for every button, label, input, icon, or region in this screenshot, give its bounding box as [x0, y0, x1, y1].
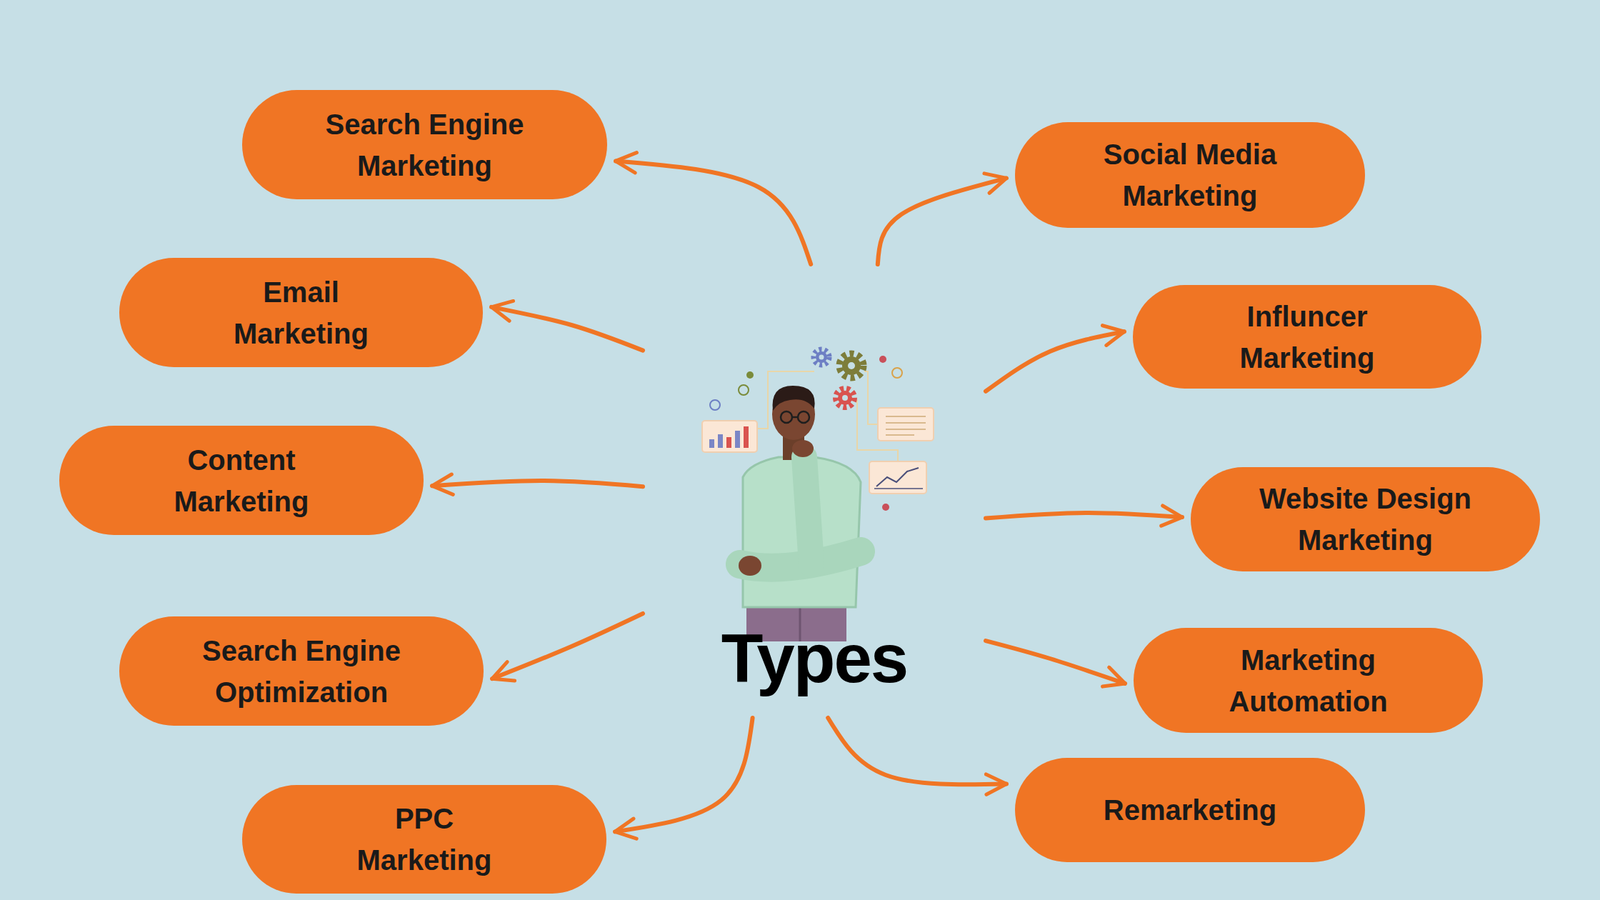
node-text: Social Media Marketing — [1082, 133, 1298, 217]
bar-chart-card — [702, 420, 758, 453]
wire — [864, 371, 878, 425]
node-text: Content Marketing — [141, 439, 342, 523]
node-text: PPC Marketing — [338, 797, 510, 881]
connector-arrow — [985, 512, 1183, 519]
node-text: Search Engine Optimization — [180, 630, 423, 713]
person — [738, 385, 861, 642]
line-chart-card — [869, 461, 927, 494]
gears — [813, 349, 864, 408]
connector-arrow — [615, 160, 811, 265]
hub-title: Types — [650, 620, 979, 697]
type-pill: Social Media Marketing — [1015, 122, 1365, 228]
node-text: Marketing Automation — [1201, 639, 1416, 723]
node-text: Influncer Marketing — [1200, 295, 1415, 379]
type-pill: Remarketing — [1015, 757, 1365, 863]
connector-arrow — [985, 331, 1125, 392]
type-pill: Marketing Automation — [1133, 627, 1483, 733]
type-pill: Email Marketing — [119, 257, 483, 368]
connector-arrow — [827, 717, 1007, 785]
node-text: Email Marketing — [208, 271, 395, 355]
connector-arrow — [877, 177, 1007, 265]
connector-arrow — [985, 640, 1125, 684]
type-pill: Search Engine Optimization — [119, 616, 484, 726]
type-pill: Influncer Marketing — [1132, 285, 1482, 389]
node-text: Remarketing — [1061, 789, 1319, 831]
type-pill: Search Engine Marketing — [242, 90, 608, 200]
node-text: Search Engine Marketing — [303, 103, 547, 187]
connector-arrow — [491, 307, 643, 351]
link-wires — [757, 371, 898, 462]
connector-arrow — [432, 480, 643, 487]
node-text: Website Design Marketing — [1244, 477, 1488, 561]
document-card — [877, 407, 934, 441]
connector-arrow — [615, 717, 753, 832]
type-pill: PPC Marketing — [242, 785, 607, 894]
hub-label: Types — [642, 264, 986, 718]
type-pill: Website Design Marketing — [1190, 467, 1540, 572]
type-pill: Content Marketing — [59, 425, 424, 535]
connector-arrow — [492, 613, 643, 679]
